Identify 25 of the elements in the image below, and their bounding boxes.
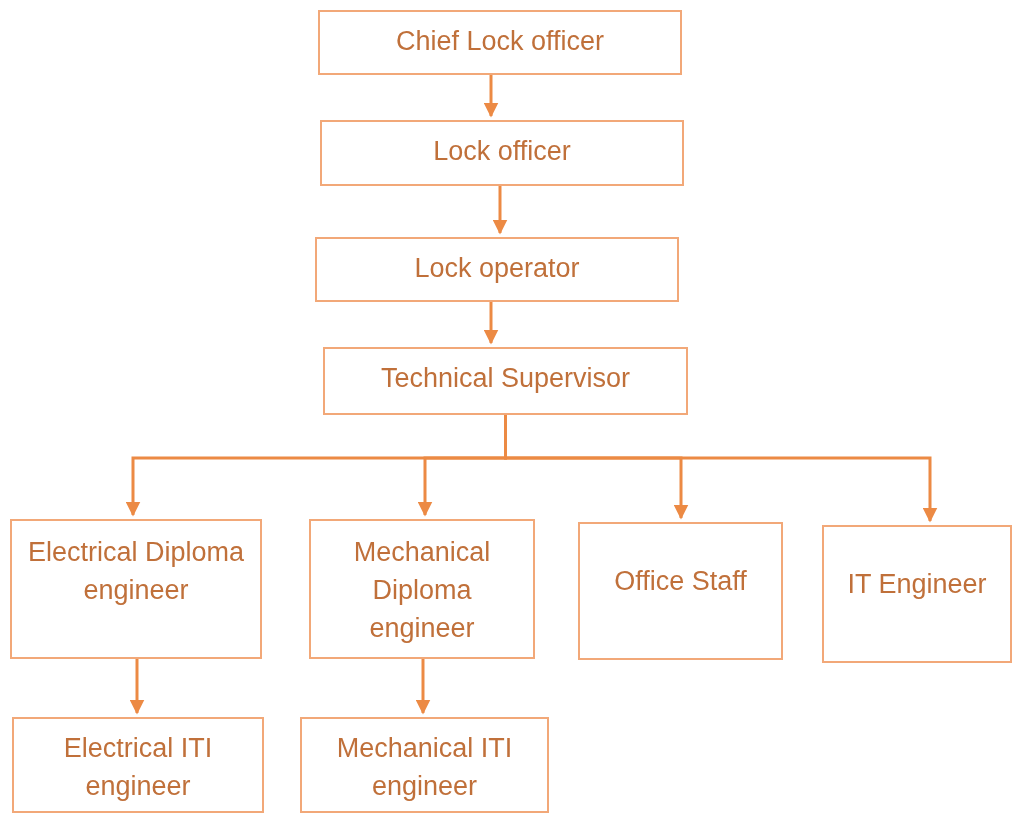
role-label: Mechanical Diploma engineer — [352, 536, 492, 645]
role-box — [323, 347, 688, 415]
role-box — [309, 519, 535, 659]
role-box — [315, 237, 679, 302]
role-box — [10, 519, 262, 659]
role-label: Office Staff — [614, 565, 747, 598]
role-box — [318, 10, 682, 75]
role-label: Lock officer — [433, 135, 571, 168]
arrow — [483, 75, 499, 118]
arrow — [483, 302, 499, 345]
role-box — [578, 522, 783, 660]
role-label: IT Engineer — [847, 568, 987, 601]
arrow — [492, 186, 508, 235]
role-box — [12, 717, 264, 813]
role-label: Lock operator — [414, 252, 580, 285]
role-box — [822, 525, 1012, 663]
role-label: Technical Supervisor — [380, 362, 631, 395]
role-label: Electrical ITI engineer — [62, 732, 214, 803]
role-box — [320, 120, 684, 186]
role-label: Mechanical ITI engineer — [335, 732, 514, 803]
arrow — [129, 659, 145, 715]
role-label: Electrical Diploma engineer — [26, 536, 246, 607]
role-label: Chief Lock officer — [395, 25, 605, 58]
role-box — [300, 717, 549, 813]
arrow — [415, 659, 431, 715]
